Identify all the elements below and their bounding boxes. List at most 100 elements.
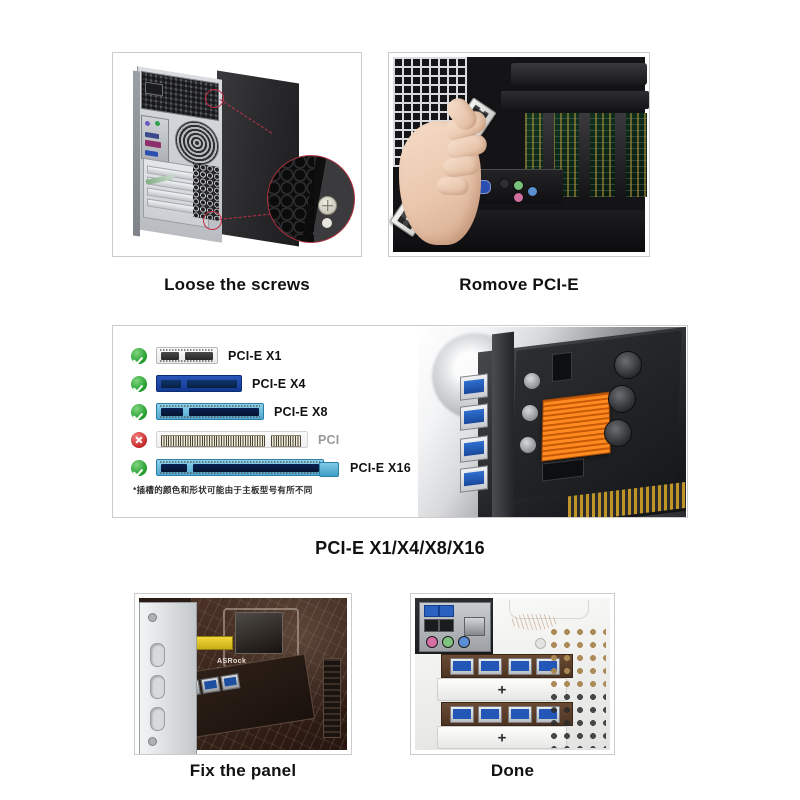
microphone-jack	[513, 192, 524, 203]
microphone-jack	[426, 636, 438, 648]
step-photo-remove-pci-e	[388, 52, 650, 257]
caption-done: Done	[490, 761, 535, 780]
usb-port	[200, 676, 221, 695]
usb2-port	[424, 619, 439, 632]
caption-fix-the-panel: Fix the panel	[189, 761, 297, 780]
step-photo-done: + +	[410, 593, 615, 755]
usb3-port	[508, 706, 532, 723]
thumbscrew	[535, 638, 546, 649]
usb-port	[460, 373, 488, 401]
usb-port	[460, 465, 488, 493]
slot-row-pcie-x4: PCI-E X4	[131, 370, 431, 397]
usb3-port	[508, 658, 532, 675]
slot-label-pcie-x4: PCI-E X4	[252, 376, 306, 391]
vent-holes-closeup	[268, 156, 314, 242]
pcie-x1-slot-graphic	[156, 347, 218, 364]
slot-row-pci: PCI	[131, 426, 431, 453]
usb3-port	[450, 658, 474, 675]
usb-port	[460, 403, 488, 431]
slot-row-pcie-x8: PCI-E X8	[131, 398, 431, 425]
slot-chart-footnote: *插槽的颜色和形状可能由于主板型号有所不同	[133, 485, 313, 495]
usb3-port	[478, 658, 502, 675]
pci-slot-graphic	[156, 431, 308, 448]
case-decal	[511, 614, 557, 630]
bracket-opening	[150, 707, 165, 731]
slot-row-pcie-x16: PCI-E X16	[131, 454, 431, 481]
card-bracket	[492, 331, 514, 517]
slot-legend-list: PCI-E X1 PCI-E X4	[131, 342, 431, 482]
audio-line-in-jack	[458, 636, 470, 648]
slot-label-pcie-x16: PCI-E X16	[350, 460, 411, 475]
screw-zoom-callout	[267, 155, 355, 243]
ps2-mouse-port	[155, 120, 160, 127]
little-finger	[436, 176, 470, 196]
orange-heatsink	[541, 391, 611, 462]
step-photo-fix-the-panel: ASRockH81M-DGS	[134, 593, 352, 755]
slot-divider	[543, 113, 554, 199]
case-rear-bracket	[139, 602, 197, 754]
check-circle-icon	[131, 375, 147, 392]
screw-hole	[148, 737, 157, 746]
cpu-socket	[235, 612, 283, 654]
finished-case-photo: + +	[415, 598, 610, 750]
usb-port	[460, 435, 488, 463]
slot-label-pci: PCI	[318, 432, 340, 447]
small-capacitor	[522, 405, 538, 421]
empty-slot-cover-bottom: +	[437, 726, 567, 749]
audio-line-out-jack	[442, 636, 454, 648]
caption-slot-types: PCI-E X1/X4/X8/X16	[315, 538, 485, 558]
usb3-port	[439, 605, 454, 617]
small-capacitor	[524, 373, 540, 389]
pcie-usb-card-photo	[418, 327, 686, 517]
retention-clip	[319, 462, 339, 477]
bracket-opening	[150, 675, 165, 699]
caption-remove-pci-e: Romove PCI-E	[459, 275, 579, 294]
capacitor	[608, 385, 636, 413]
screw-marker-top	[205, 89, 224, 108]
ps2-keyboard-port	[145, 120, 150, 127]
step-photo-loose-the-screws	[112, 52, 362, 257]
memory-slot	[323, 658, 341, 738]
slot-divider	[615, 113, 626, 199]
usb-port	[220, 673, 241, 691]
computer-case-illustration	[119, 59, 357, 252]
ethernet-port	[464, 617, 485, 636]
thumbscrew-icon	[318, 196, 337, 215]
capacitor	[614, 351, 642, 379]
small-capacitor	[520, 437, 536, 453]
usb3-port	[424, 605, 439, 617]
installed-card-photo: ASRockH81M-DGS	[139, 598, 347, 754]
case-interior-photo	[389, 57, 649, 252]
slot-row-pcie-x1: PCI-E X1	[131, 342, 431, 369]
usb3-port	[450, 706, 474, 723]
audio-line-out-jack	[513, 180, 524, 191]
motherboard-io-area	[415, 598, 493, 654]
check-circle-icon	[131, 459, 147, 476]
case-top-rail	[511, 63, 647, 85]
slot-type-chart-panel: PCI-E X1 PCI-E X4	[112, 325, 688, 518]
usb2-port	[439, 619, 454, 632]
case-top-rail-secondary	[501, 91, 649, 109]
yellow-label-sticker	[195, 636, 233, 650]
audio-line-in-jack	[527, 186, 538, 197]
slot-label-pcie-x8: PCI-E X8	[274, 404, 328, 419]
slot-label-pcie-x1: PCI-E X1	[228, 348, 282, 363]
slot-divider	[579, 113, 590, 199]
screw-marker-bottom	[203, 211, 222, 230]
case-vent-holes-upper	[550, 628, 606, 694]
case-rear-edge	[133, 70, 140, 237]
pcie-x16-slot-graphic	[156, 459, 339, 477]
usb-port	[499, 178, 510, 189]
x-circle-icon	[131, 431, 147, 448]
usb3-port	[478, 706, 502, 723]
io-shield	[419, 602, 491, 652]
screw-hole	[148, 613, 157, 622]
bracket-opening	[150, 643, 165, 667]
power-header	[552, 351, 572, 383]
capacitor	[604, 419, 632, 447]
pcie-x8-slot-graphic	[156, 403, 264, 420]
check-circle-icon	[131, 403, 147, 420]
empty-slot-cover-top: +	[437, 678, 567, 701]
caption-loose-the-screws: Loose the screws	[164, 275, 310, 294]
